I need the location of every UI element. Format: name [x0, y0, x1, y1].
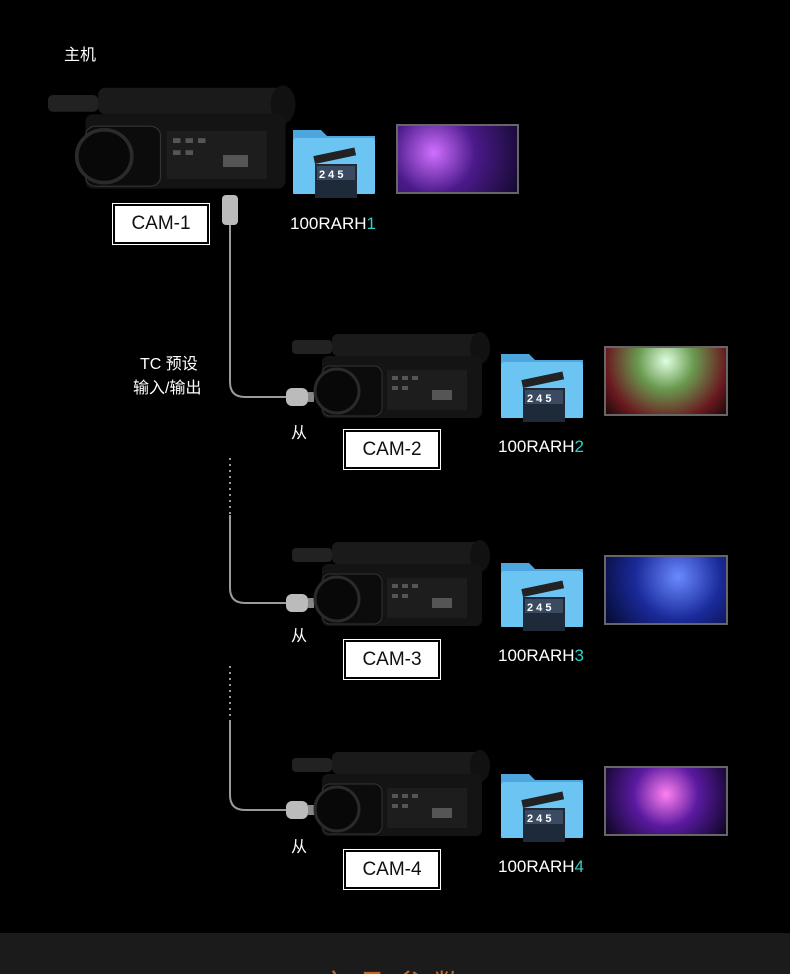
folder-name: 100RARH3	[498, 646, 585, 665]
clapper-digits: 2 4 5	[527, 602, 551, 614]
thumbnail-cam4	[604, 766, 728, 836]
folder-icon	[501, 774, 583, 842]
cam-label: CAM-4	[343, 849, 441, 890]
folder-name: 100RARH2	[498, 437, 585, 456]
clapper-digits: 2 4 5	[527, 813, 551, 825]
master-label: 主机	[64, 47, 97, 64]
cam-label: CAM-3	[343, 639, 441, 680]
connector-cam4	[286, 801, 314, 819]
folder-name: 100RARH1	[290, 214, 377, 233]
camera-layer: 2 4 5 2 4 5 2 4 5 2 4 5	[46, 83, 583, 842]
clapper-digits: 2 4 5	[527, 393, 551, 405]
thumbnail-cam1	[396, 124, 519, 194]
camera-cam3	[290, 538, 492, 628]
camera-cam4	[290, 748, 492, 838]
slave-label: 从	[291, 628, 308, 645]
footer-title: 产品参数	[0, 961, 790, 974]
cam-label: CAM-1	[112, 203, 210, 245]
thumbnail-cam3	[604, 555, 728, 625]
footer-band: 产品参数	[0, 933, 790, 974]
slave-label: 从	[291, 839, 308, 856]
tc-label-line2: 输入/输出	[133, 380, 202, 397]
cam-label: CAM-2	[343, 429, 441, 470]
folder-icon	[501, 563, 583, 631]
folder-name: 100RARH4	[498, 857, 585, 876]
connector-master	[222, 195, 238, 225]
tc-cable	[229, 225, 287, 811]
slave-label: 从	[291, 425, 308, 442]
camera-cam1	[46, 83, 298, 191]
connector-cam2	[286, 388, 314, 406]
folder-icon	[293, 130, 375, 198]
camera-cam2	[290, 330, 492, 420]
folder-icon	[501, 354, 583, 422]
tc-label-line1: TC 预设	[140, 356, 198, 373]
clapper-digits: 2 4 5	[319, 169, 343, 181]
connector-cam3	[286, 594, 314, 612]
thumbnail-cam2	[604, 346, 728, 416]
